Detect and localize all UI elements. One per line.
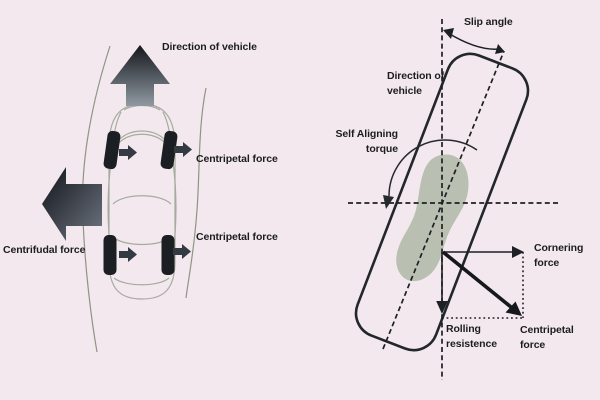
self-aligning-torque-arc-icon [383,139,478,209]
reference-lines [348,19,561,380]
centrifugal-force-label: Centrifudal force [3,244,86,256]
rear-right-wheel [161,235,175,275]
rolling-resistance-arrow-icon [436,252,448,314]
tire-heading-axis [382,50,505,350]
wheels [103,130,178,275]
cornering-force-label: Cornering force [534,242,584,269]
rolling-resistance-label: Rolling resistence [446,323,497,350]
hood-arc [116,130,168,144]
wheel-centripetal-arrow-icon [119,142,192,262]
direction-of-vehicle-label-right: Direction of vehicle [387,70,445,97]
tire-contact-patch [396,154,469,282]
slip-angle-label: Slip angle [464,16,513,28]
tire-outline [354,52,530,352]
direction-of-vehicle-label-left: Direction of vehicle [162,41,257,53]
cabin-front-arc [112,195,172,205]
road-edge-right [185,87,207,299]
slip-angle-double-arrow-icon [443,28,505,54]
centrifugal-force-arrow-icon [42,167,102,241]
direction-of-vehicle-arrow-icon [110,45,170,106]
centripetal-force-vector-icon [441,250,522,316]
tire-slip-panel [348,19,561,380]
rear-left-wheel [103,235,117,275]
car-top-view-panel [42,45,207,353]
front-right-wheel [160,130,178,170]
centripetal-force-label-right: Centripetal force [520,324,574,351]
centripetal-force-front-label: Centripetal force [196,153,278,165]
self-aligning-torque-label: Self Aligning torque [335,128,399,155]
vector-construction-dotted-lines [442,252,524,319]
cornering-force-arrow-icon [443,246,524,258]
front-left-wheel [103,130,121,170]
centripetal-force-rear-label: Centripetal force [196,231,278,243]
trunk-arc [113,277,170,286]
